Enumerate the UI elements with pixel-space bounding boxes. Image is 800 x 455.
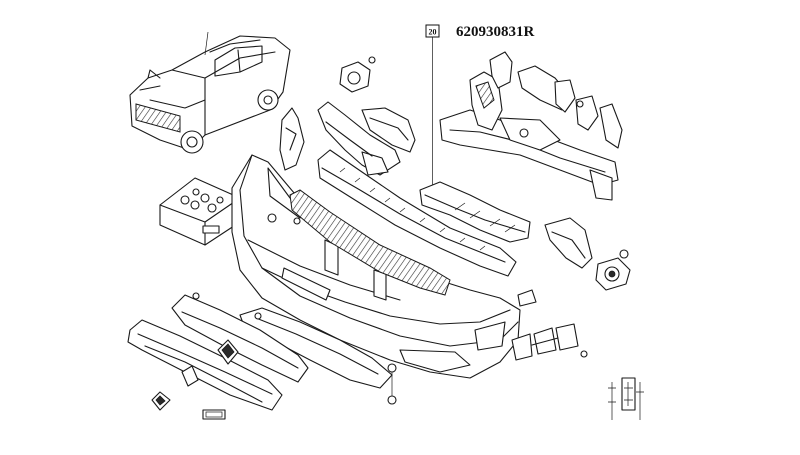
clips-kit-box (159, 177, 241, 246)
upper-beam (317, 101, 401, 176)
bumper-absorber (317, 149, 517, 277)
side-bracket-left (361, 107, 416, 153)
fog-lamp-trim-upper (339, 56, 376, 93)
front-grille-with-logo (127, 319, 283, 411)
part-number-label: 620930831R (456, 24, 535, 40)
fog-lamp-housings (511, 323, 588, 361)
side-bracket-right (544, 217, 629, 269)
license-plate-bracket (202, 409, 226, 420)
radiator-support-brackets (469, 51, 623, 149)
upper-grille (171, 292, 309, 383)
callout-number: 20 (429, 28, 437, 37)
mount-bracket (279, 107, 305, 171)
fastener-detail (608, 377, 644, 420)
callout-20[interactable]: 20 (425, 24, 440, 194)
energy-absorber-block (419, 181, 531, 243)
fog-lamp-trim-right (595, 257, 631, 291)
renault-emblem (151, 391, 171, 411)
lower-grille-mesh (289, 189, 451, 296)
vehicle-thumbnail (129, 31, 291, 154)
upper-cross-member (439, 109, 619, 201)
